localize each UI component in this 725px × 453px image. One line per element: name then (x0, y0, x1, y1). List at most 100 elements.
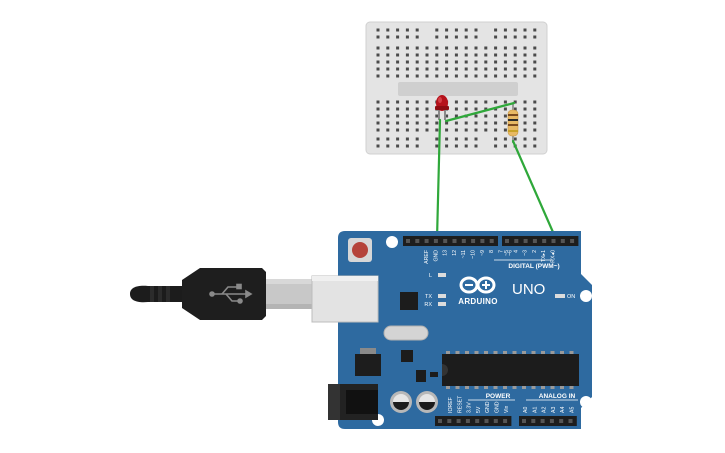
breadboard-hole[interactable] (405, 114, 409, 118)
breadboard-hole[interactable] (454, 144, 458, 148)
breadboard-hole[interactable] (415, 46, 419, 50)
breadboard-hole[interactable] (415, 74, 419, 78)
breadboard-hole[interactable] (503, 28, 507, 32)
breadboard-hole[interactable] (376, 107, 380, 111)
breadboard-hole[interactable] (396, 46, 400, 50)
breadboard-hole[interactable] (376, 74, 380, 78)
header-pin[interactable] (424, 239, 429, 243)
breadboard-hole[interactable] (503, 121, 507, 125)
breadboard-hole[interactable] (445, 67, 449, 71)
breadboard-hole[interactable] (494, 53, 498, 57)
breadboard-hole[interactable] (405, 60, 409, 64)
breadboard-hole[interactable] (454, 137, 458, 141)
breadboard-hole[interactable] (386, 144, 390, 148)
breadboard-hole[interactable] (523, 128, 527, 132)
breadboard-hole[interactable] (445, 128, 449, 132)
breadboard-hole[interactable] (533, 60, 537, 64)
breadboard-hole[interactable] (396, 28, 400, 32)
header-pin[interactable] (484, 419, 489, 423)
breadboard-hole[interactable] (386, 53, 390, 57)
breadboard-hole[interactable] (396, 114, 400, 118)
breadboard-hole[interactable] (533, 100, 537, 104)
breadboard-hole[interactable] (464, 67, 468, 71)
breadboard-hole[interactable] (513, 67, 517, 71)
breadboard-hole[interactable] (484, 53, 488, 57)
breadboard-hole[interactable] (415, 35, 419, 39)
breadboard-hole[interactable] (513, 35, 517, 39)
breadboard-hole[interactable] (445, 137, 449, 141)
breadboard-hole[interactable] (405, 35, 409, 39)
breadboard-hole[interactable] (523, 137, 527, 141)
breadboard-hole[interactable] (533, 114, 537, 118)
breadboard-hole[interactable] (405, 137, 409, 141)
breadboard-hole[interactable] (454, 60, 458, 64)
breadboard-hole[interactable] (425, 67, 429, 71)
breadboard-hole[interactable] (513, 53, 517, 57)
breadboard-hole[interactable] (415, 114, 419, 118)
breadboard-hole[interactable] (445, 60, 449, 64)
breadboard-hole[interactable] (474, 74, 478, 78)
breadboard-hole[interactable] (376, 114, 380, 118)
power-jack[interactable] (328, 384, 378, 420)
breadboard-hole[interactable] (386, 67, 390, 71)
breadboard-hole[interactable] (464, 60, 468, 64)
breadboard-hole[interactable] (494, 114, 498, 118)
breadboard-hole[interactable] (396, 121, 400, 125)
breadboard-hole[interactable] (376, 100, 380, 104)
breadboard-hole[interactable] (386, 74, 390, 78)
breadboard-hole[interactable] (523, 144, 527, 148)
breadboard-hole[interactable] (484, 60, 488, 64)
breadboard-hole[interactable] (396, 107, 400, 111)
header-pin[interactable] (503, 419, 508, 423)
breadboard-hole[interactable] (445, 144, 449, 148)
header-pin[interactable] (433, 239, 438, 243)
header-pin[interactable] (505, 239, 509, 243)
breadboard-hole[interactable] (523, 100, 527, 104)
breadboard-hole[interactable] (405, 100, 409, 104)
wire-led-to-resistor[interactable] (444, 101, 516, 123)
breadboard-hole[interactable] (445, 53, 449, 57)
breadboard-hole[interactable] (386, 107, 390, 111)
breadboard-hole[interactable] (503, 128, 507, 132)
breadboard-hole[interactable] (396, 53, 400, 57)
breadboard-hole[interactable] (474, 46, 478, 50)
breadboard-hole[interactable] (503, 35, 507, 39)
breadboard-hole[interactable] (376, 121, 380, 125)
breadboard-hole[interactable] (494, 128, 498, 132)
breadboard-hole[interactable] (415, 53, 419, 57)
breadboard-hole[interactable] (464, 53, 468, 57)
breadboard-hole[interactable] (454, 53, 458, 57)
breadboard-hole[interactable] (513, 107, 517, 111)
breadboard-hole[interactable] (454, 107, 458, 111)
breadboard-hole[interactable] (435, 114, 439, 118)
breadboard-hole[interactable] (415, 60, 419, 64)
breadboard-hole[interactable] (376, 28, 380, 32)
breadboard-hole[interactable] (494, 67, 498, 71)
breadboard-hole[interactable] (484, 114, 488, 118)
breadboard-hole[interactable] (474, 67, 478, 71)
breadboard-hole[interactable] (376, 128, 380, 132)
breadboard-hole[interactable] (533, 35, 537, 39)
breadboard-hole[interactable] (474, 137, 478, 141)
breadboard-hole[interactable] (376, 53, 380, 57)
breadboard-hole[interactable] (415, 28, 419, 32)
header-pin[interactable] (568, 419, 573, 423)
breadboard-hole[interactable] (484, 100, 488, 104)
breadboard-hole[interactable] (435, 137, 439, 141)
breadboard-hole[interactable] (405, 128, 409, 132)
header-pin[interactable] (447, 419, 452, 423)
breadboard-hole[interactable] (415, 107, 419, 111)
breadboard-hole[interactable] (396, 144, 400, 148)
breadboard-hole[interactable] (464, 46, 468, 50)
header-pin[interactable] (514, 239, 519, 243)
header-pin[interactable] (471, 239, 476, 243)
breadboard-hole[interactable] (523, 107, 527, 111)
header-pin[interactable] (438, 419, 442, 423)
breadboard-hole[interactable] (425, 128, 429, 132)
usb-cable[interactable] (130, 268, 314, 320)
breadboard-hole[interactable] (415, 137, 419, 141)
breadboard-hole[interactable] (513, 60, 517, 64)
breadboard-hole[interactable] (474, 114, 478, 118)
breadboard-hole[interactable] (386, 28, 390, 32)
header-pin[interactable] (559, 419, 564, 423)
